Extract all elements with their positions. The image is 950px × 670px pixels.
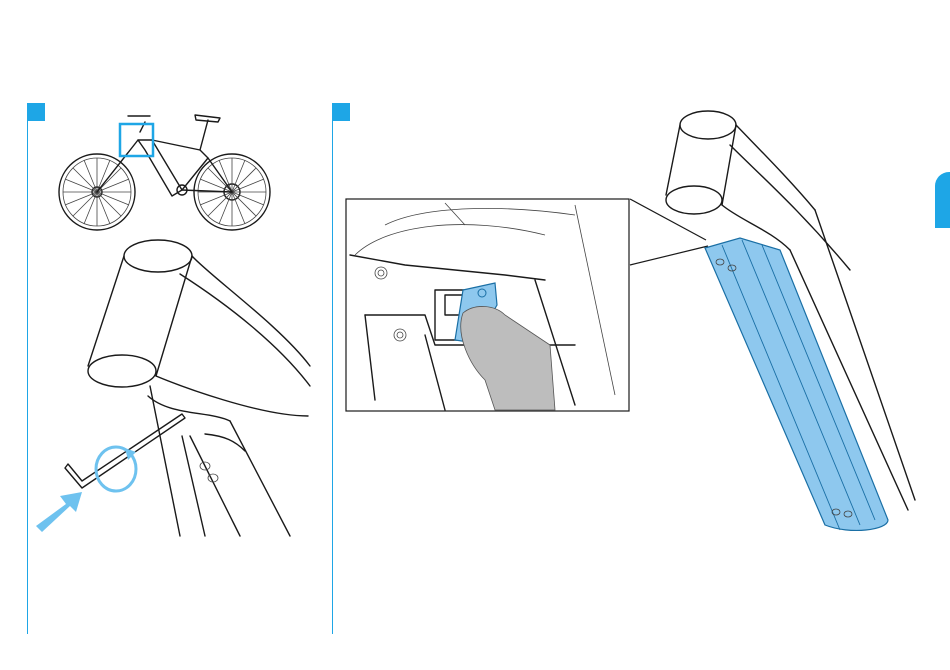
battery-cover <box>705 238 888 530</box>
down-tube-cover-illustration <box>650 100 920 550</box>
